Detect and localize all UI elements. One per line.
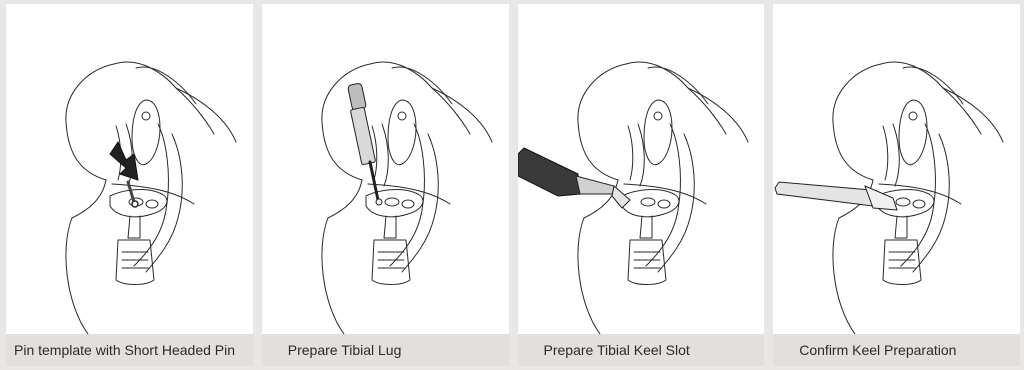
knee-illustration-drill xyxy=(262,4,509,334)
knee-drill-drawing xyxy=(262,4,510,334)
drill-icon xyxy=(347,83,382,205)
step-panel-1: Pin template with Short Headed Pin xyxy=(6,4,253,366)
keel-trial-icon xyxy=(775,182,897,210)
step-caption: Prepare Tibial Keel Slot xyxy=(518,334,765,366)
step-caption: Pin template with Short Headed Pin xyxy=(6,334,253,366)
knee-illustration-keel-trial xyxy=(773,4,1020,334)
knee-pin-drawing xyxy=(6,4,254,334)
step-panel-2: Prepare Tibial Lug xyxy=(262,4,509,366)
knee-illustration-keel-punch xyxy=(518,4,765,334)
pin-arrow-icon xyxy=(110,142,138,180)
step-caption: Prepare Tibial Lug xyxy=(262,334,509,366)
knee-illustration-pin xyxy=(6,4,253,334)
step-caption: Confirm Keel Preparation xyxy=(773,334,1020,366)
step-panel-4: Confirm Keel Preparation xyxy=(773,4,1020,366)
knee-keel-trial-drawing xyxy=(773,4,1021,334)
step-panel-3: Prepare Tibial Keel Slot xyxy=(518,4,765,366)
knee-keel-punch-drawing xyxy=(518,4,766,334)
